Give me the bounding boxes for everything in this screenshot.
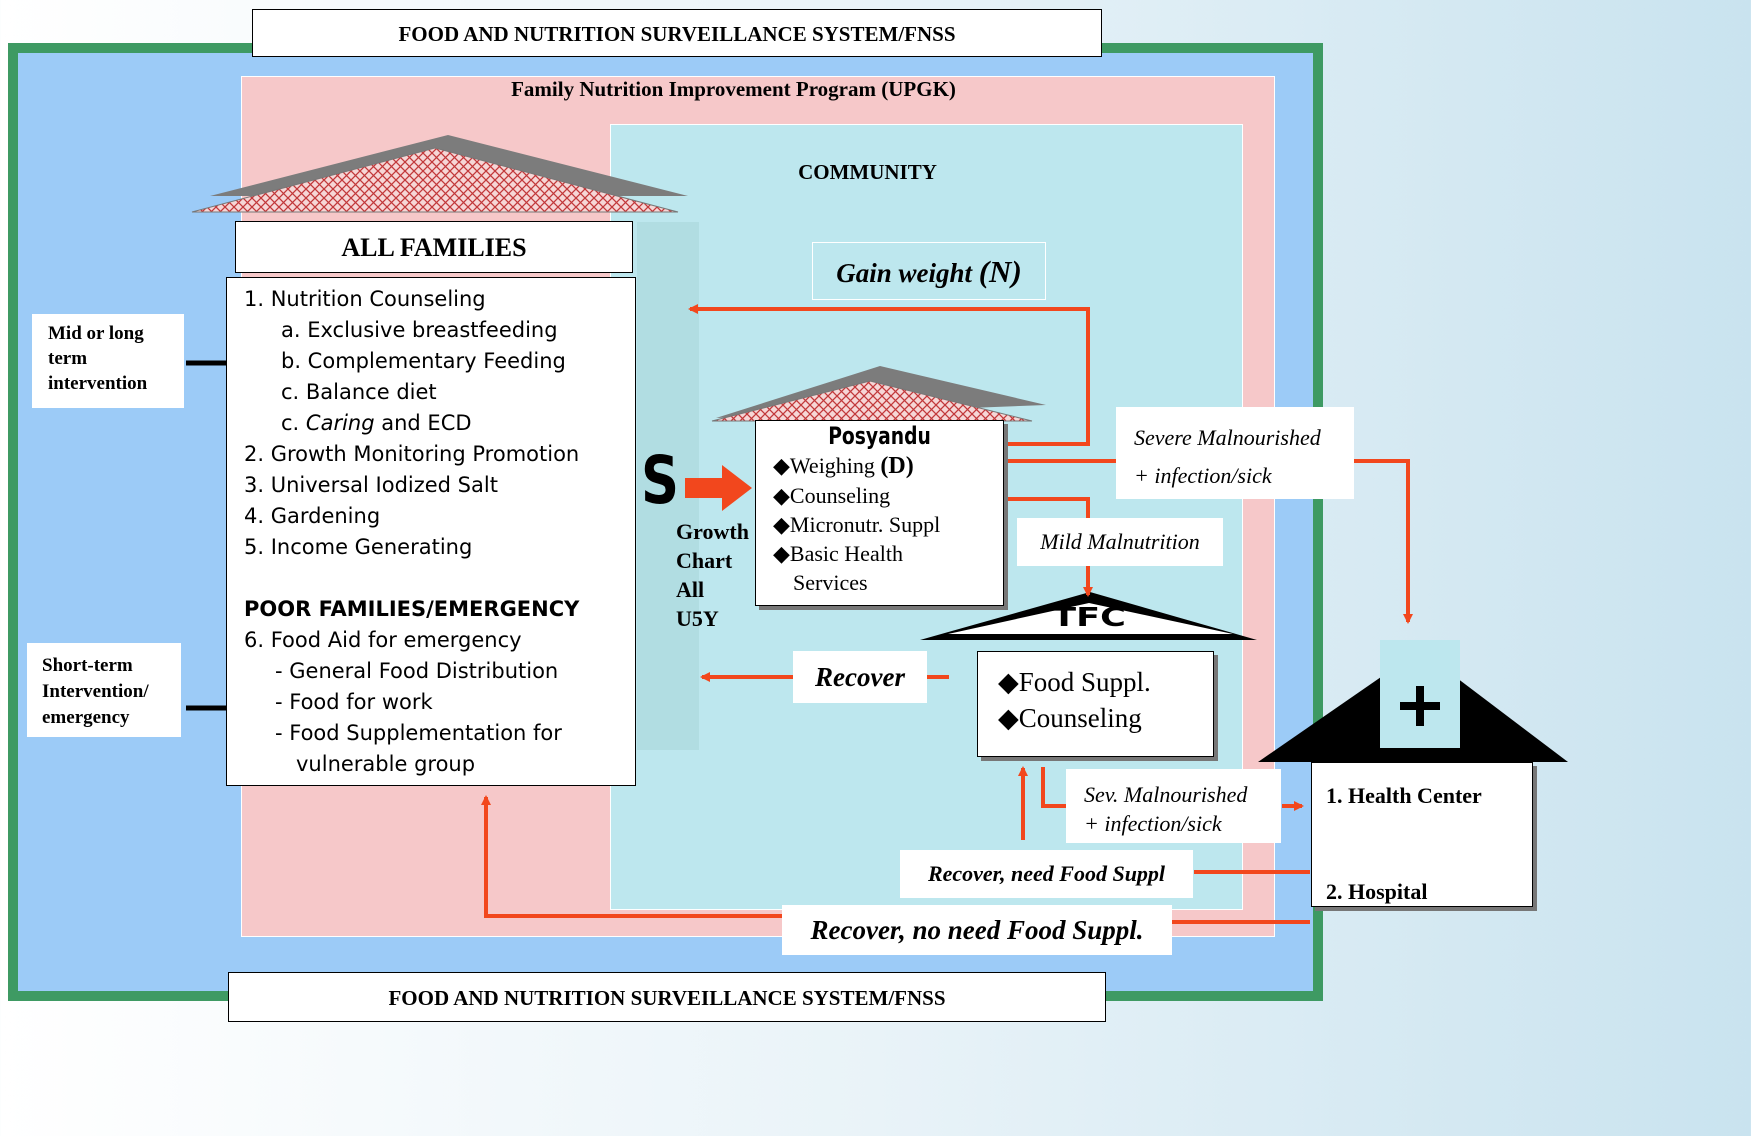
sev-arrow [1041,767,1304,811]
growth-chart-label: Growth Chart All U5Y [676,517,766,633]
short-term-box: Short-term Intervention/ emergency [27,643,181,737]
growth-chart-line: Growth [676,519,749,544]
sev-line: Sev. Malnourished [1084,782,1248,807]
mid-long-line: Mid or long [48,323,144,344]
recover-need-arrow [1018,766,1310,874]
short-term-line: Intervention/ [42,681,149,702]
posyandu-item: ◆Micronutr. Suppl [773,512,941,537]
posyandu-item: ◆Counseling [773,483,891,508]
recover-label: Recover [793,651,927,703]
list-item: a. Exclusive breastfeeding [281,318,558,342]
families-list: 1. Nutrition Counseling a. Exclusive bre… [226,277,636,786]
list-item: - Food Supplementation for [275,721,562,745]
hospital-label: 2. Hospital [1326,879,1428,904]
sev-line: + infection/sick [1084,811,1222,836]
tfc-title: TFC [1052,603,1126,633]
list-item-italic: Caring [305,411,375,435]
posyandu-box: Posyandu ◆Weighing (D) ◆Counseling ◆Micr… [755,420,1004,606]
families-roof [191,135,688,213]
list-item: 6. Food Aid for emergency [244,628,522,652]
list-item: - General Food Distribution [275,659,559,683]
severe-malnourished-label: Severe Malnourished + infection/sick [1116,407,1354,499]
families-title: ALL FAMILIES [235,221,633,273]
posyandu-item: ◆Basic Health [773,541,903,566]
tfc-box: ◆Food Suppl. ◆Counseling [977,651,1214,757]
health-center-box: 1. Health Center 2. Hospital [1311,762,1533,907]
fnss-title-bottom: FOOD AND NUTRITION SURVEILLANCE SYSTEM/F… [228,972,1106,1022]
short-term-line: Short-term [42,655,133,676]
growth-chart-arrow [685,465,752,511]
recover-no-need-label: Recover, no need Food Suppl. [782,905,1172,955]
tfc-roof [920,592,1257,640]
recover-need-label: Recover, need Food Suppl [900,850,1193,898]
bullet-icon: ◆ [998,667,1019,697]
list-item: 4. Gardening [244,504,381,528]
severe-line: + infection/sick [1134,463,1272,488]
list-item-suffix: and ECD [374,411,472,435]
bullet-icon: ◆ [773,541,790,566]
mid-long-line: term [48,348,88,369]
sev-malnourished-label: Sev. Malnourished + infection/sick [1066,769,1281,843]
list-item: - Food for work [275,690,433,714]
posyandu-title: Posyandu [828,422,931,450]
gain-weight-arrow [688,304,1090,446]
recover-no-need-arrow [481,795,1310,924]
growth-chart-line: Chart [676,548,733,573]
growth-chart-letter: S [641,442,680,519]
posyandu-item: ◆Weighing (D) [773,453,914,479]
posyandu-item: Services [793,570,868,595]
bullet-icon: ◆ [998,703,1019,733]
list-item: c. Balance diet [281,380,437,404]
health-roof [1258,640,1568,762]
list-item: 1. Nutrition Counseling [244,287,486,311]
list-item: vulnerable group [296,752,476,776]
tfc-item: ◆Food Suppl. [998,667,1151,697]
mid-long-term-box: Mid or long term intervention [32,314,184,408]
list-item: 5. Income Generating [244,535,473,559]
bullet-icon: ◆ [773,512,790,537]
bullet-icon: ◆ [773,483,790,508]
list-item: b. Complementary Feeding [281,349,566,373]
mid-long-line: intervention [48,373,148,394]
severe-line: Severe Malnourished [1134,425,1321,450]
growth-chart-line: U5Y [676,606,719,631]
tfc-item: ◆Counseling [998,703,1142,733]
community-title: COMMUNITY [798,160,937,184]
mild-malnutrition-label: Mild Malnutrition [1017,518,1223,566]
list-item: 3. Universal Iodized Salt [244,473,498,497]
upgk-title: Family Nutrition Improvement Program (UP… [511,77,956,101]
severe-arrow [1005,459,1413,624]
poor-families-title: POOR FAMILIES/EMERGENCY [244,597,580,621]
diagram-graphics [186,135,1568,924]
posyandu-roof [711,366,1046,422]
health-center-label: 1. Health Center [1326,783,1482,808]
list-item: c. Caring and ECD [281,411,472,435]
list-item: 2. Growth Monitoring Promotion [244,442,580,466]
list-item-prefix: c. [281,411,300,435]
bullet-icon: ◆ [773,453,790,478]
gain-weight-label: Gain weight (N) [812,242,1046,300]
growth-chart-line: All [676,577,705,602]
short-term-line: emergency [42,707,130,728]
fnss-title-top: FOOD AND NUTRITION SURVEILLANCE SYSTEM/F… [252,9,1102,57]
